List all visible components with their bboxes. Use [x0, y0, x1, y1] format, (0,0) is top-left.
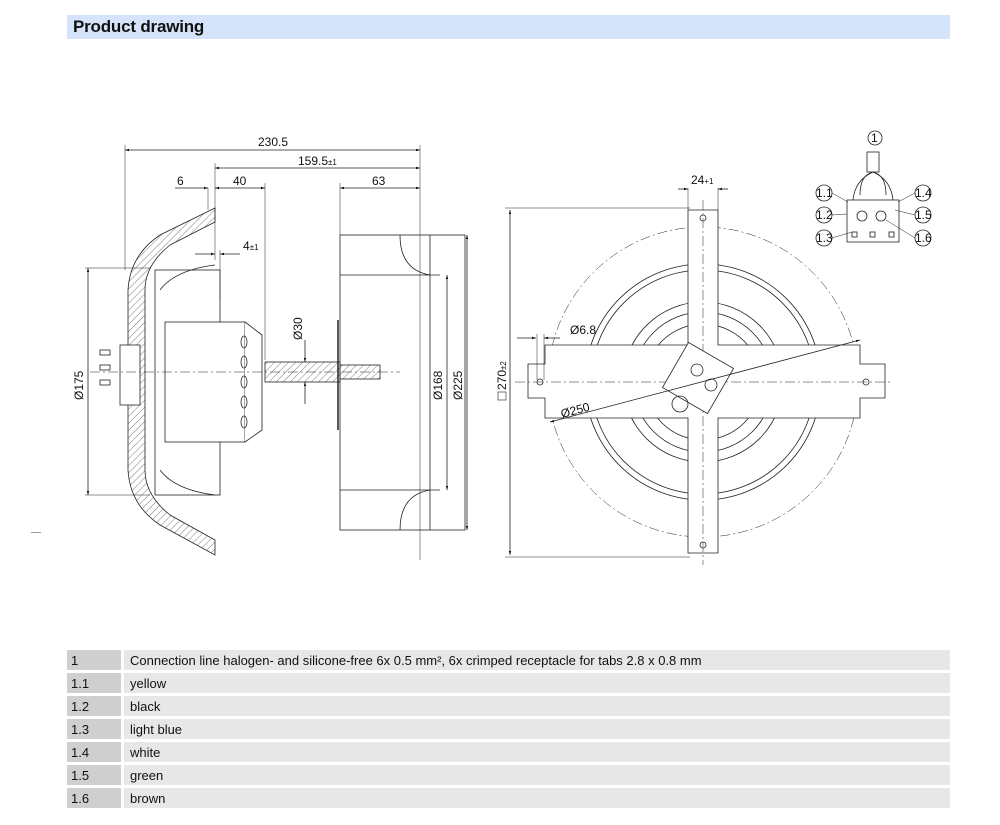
legend-num: 1.2: [67, 696, 121, 716]
dim-dia-168: Ø168: [431, 370, 445, 400]
callout-1-5: 1.5: [915, 208, 932, 222]
callout-1-4: 1.4: [915, 186, 932, 200]
legend-desc: brown: [121, 788, 950, 808]
section-header: Product drawing: [67, 15, 950, 39]
callout-1-1: 1.1: [816, 186, 833, 200]
legend-desc: Connection line halogen- and silicone-fr…: [121, 650, 950, 670]
connector-detail: [815, 130, 932, 247]
legend-num: 1.1: [67, 673, 121, 693]
front-view: [497, 187, 890, 565]
dim-63: 63: [372, 174, 386, 188]
section-title: Product drawing: [73, 17, 205, 36]
side-view: [85, 145, 469, 560]
dim-6: 6: [177, 174, 184, 188]
legend-desc: green: [121, 765, 950, 785]
callout-1: 1: [871, 131, 878, 145]
dim-230-5: 230.5: [258, 135, 288, 149]
legend-num: 1.4: [67, 742, 121, 762]
legend-desc: black: [121, 696, 950, 716]
dim-270: 270±2: [495, 361, 509, 390]
dim-24: 24+1: [691, 173, 714, 187]
callout-1-3: 1.3: [816, 231, 833, 245]
legend-desc: light blue: [121, 719, 950, 739]
legend-num: 1: [67, 650, 121, 670]
legend-num: 1.5: [67, 765, 121, 785]
legend-num: 1.3: [67, 719, 121, 739]
legend-num: 1.6: [67, 788, 121, 808]
dim-4: 4±1: [243, 239, 259, 253]
edge-mark: [31, 532, 41, 533]
product-drawing: 230.5 159.5±1 6 40 63 4±1 Ø175 Ø30 Ø168 …: [72, 130, 932, 565]
dim-dia-30: Ø30: [291, 317, 305, 340]
dim-dia-175: Ø175: [72, 370, 86, 400]
dim-dia-225: Ø225: [451, 370, 465, 400]
callout-1-2: 1.2: [816, 208, 833, 222]
dim-hole-dia: Ø6.8: [570, 323, 596, 337]
dim-159-5: 159.5±1: [298, 154, 337, 168]
callout-1-6: 1.6: [915, 231, 932, 245]
legend-desc: white: [121, 742, 950, 762]
legend-desc: yellow: [121, 673, 950, 693]
dim-40: 40: [233, 174, 247, 188]
